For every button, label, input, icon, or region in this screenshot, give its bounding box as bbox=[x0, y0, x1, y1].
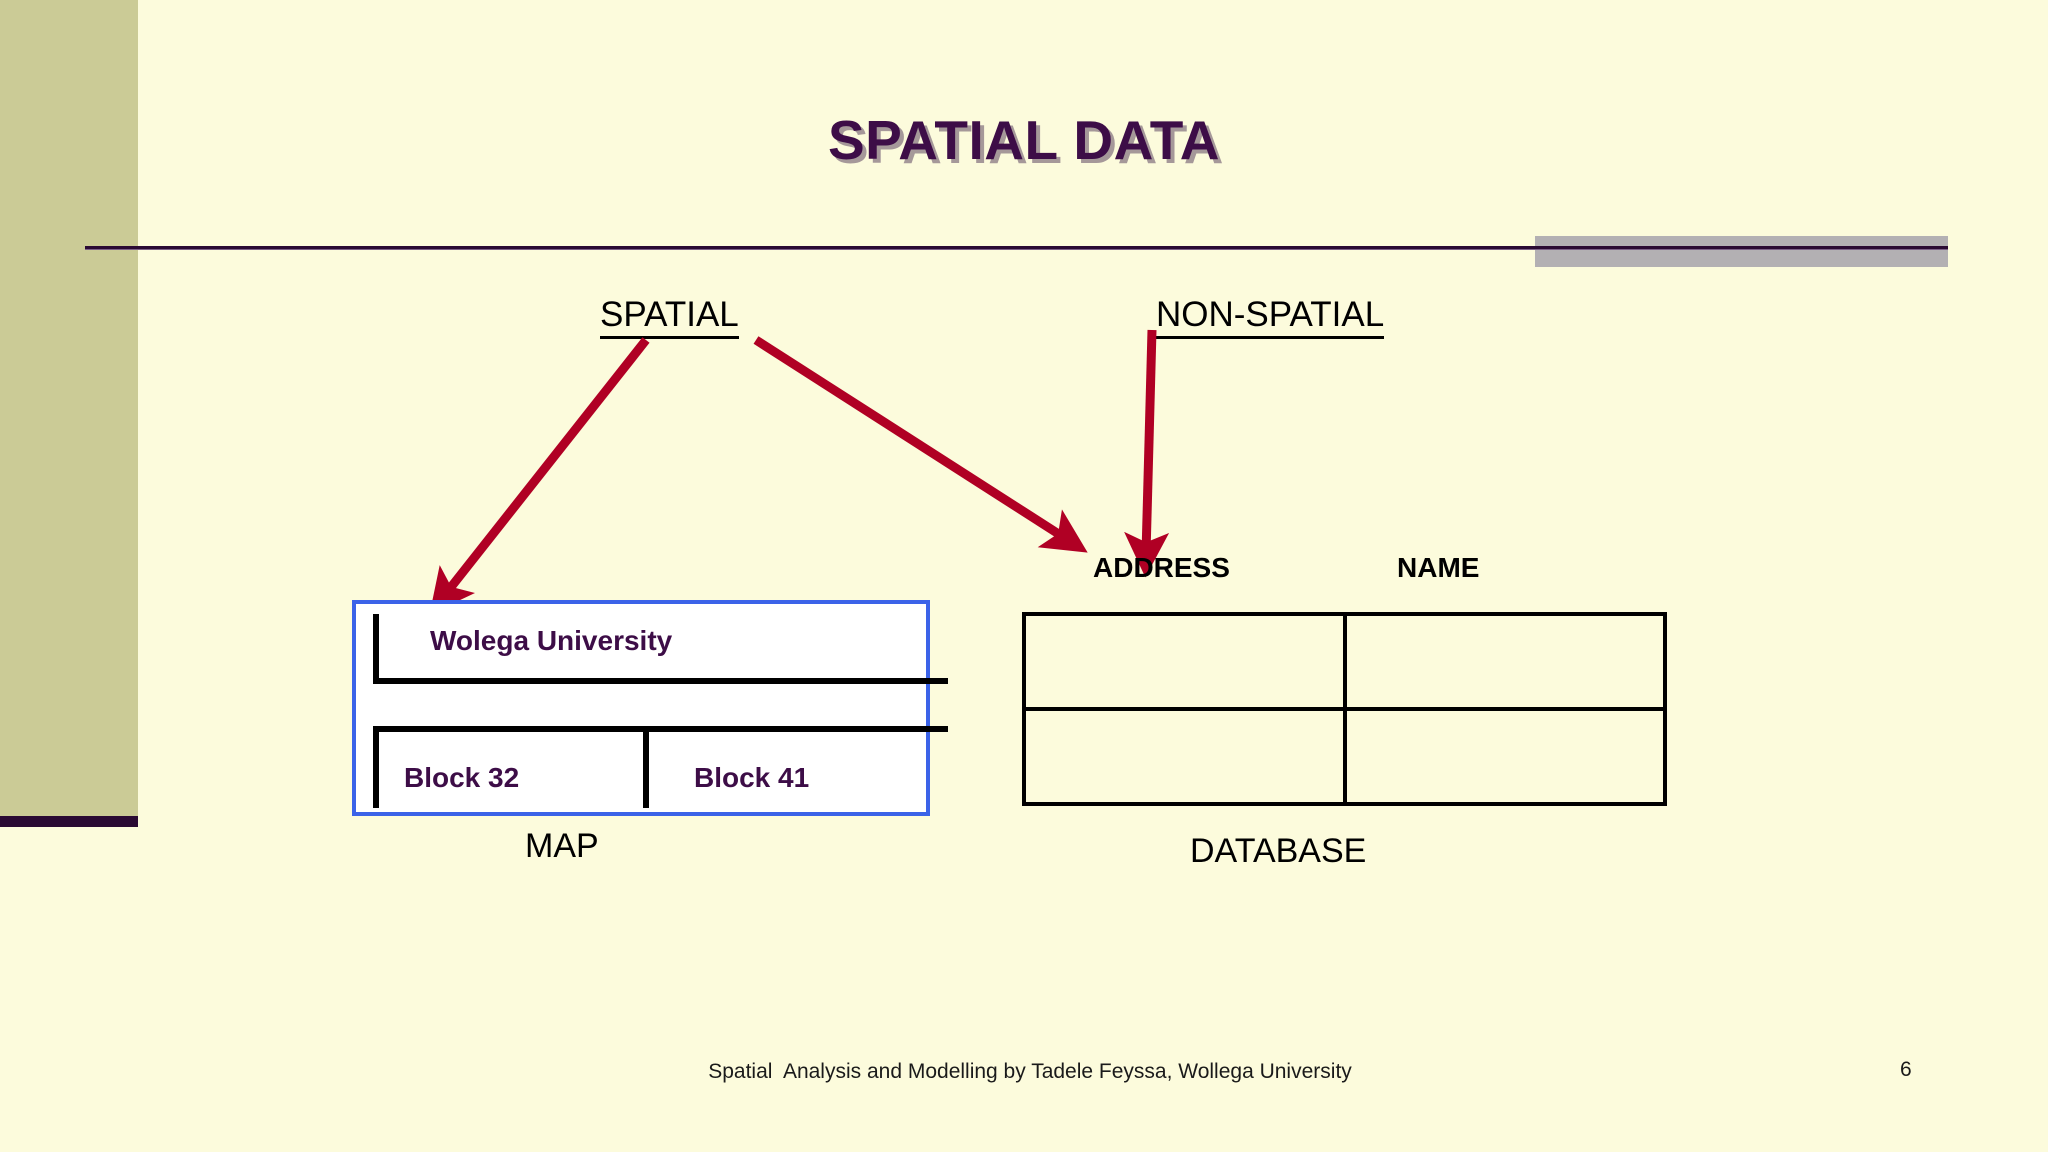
map-line-horizontal-lower bbox=[373, 726, 948, 732]
table-cell-address-1 bbox=[1022, 612, 1347, 711]
map-line-vertical-top bbox=[373, 614, 379, 684]
slide-footer: Spatial Analysis and Modelling by Tadele… bbox=[708, 1060, 1352, 1083]
caption-map: MAP bbox=[525, 827, 599, 865]
arrow-nonspatial-to-address bbox=[1124, 329, 1170, 578]
label-non-spatial-text: NON-SPATIAL bbox=[1156, 295, 1385, 339]
arrow-spatial-to-database bbox=[753, 336, 1088, 553]
table-cell-name-1 bbox=[1342, 612, 1667, 711]
database-column-header-address: ADDRESS bbox=[1093, 552, 1230, 583]
map-block-label-2: Block 41 bbox=[694, 762, 810, 793]
slide-title: SPATIAL DATA bbox=[828, 109, 1220, 171]
arrow-spatial-to-map bbox=[429, 337, 650, 615]
map-line-vertical-bottom-mid bbox=[643, 726, 649, 808]
slide-page-number: 6 bbox=[1900, 1058, 1912, 1081]
database-column-header-name: NAME bbox=[1397, 552, 1480, 583]
label-spatial: SPATIAL bbox=[600, 295, 739, 339]
map-figure-lines bbox=[352, 600, 972, 816]
table-cell-name-2 bbox=[1342, 707, 1667, 806]
table-row bbox=[1022, 612, 1667, 711]
left-accent-band-footer bbox=[0, 816, 138, 827]
map-block-label-1: Block 32 bbox=[404, 762, 520, 793]
table-row bbox=[1022, 707, 1667, 806]
top-right-gray-bar bbox=[1535, 236, 1948, 267]
table-cell-address-2 bbox=[1022, 707, 1347, 806]
map-figure-box bbox=[352, 600, 930, 816]
database-table bbox=[1022, 612, 1667, 806]
left-accent-band bbox=[0, 0, 138, 816]
header-divider-rule bbox=[85, 246, 1948, 250]
label-non-spatial: NON-SPATIAL bbox=[1156, 295, 1385, 339]
map-line-horizontal-upper bbox=[373, 678, 948, 684]
label-spatial-text: SPATIAL bbox=[600, 295, 739, 339]
map-feature-label: Wolega University bbox=[430, 625, 673, 656]
caption-database: DATABASE bbox=[1190, 832, 1367, 870]
map-line-vertical-bottom-left bbox=[373, 726, 379, 808]
